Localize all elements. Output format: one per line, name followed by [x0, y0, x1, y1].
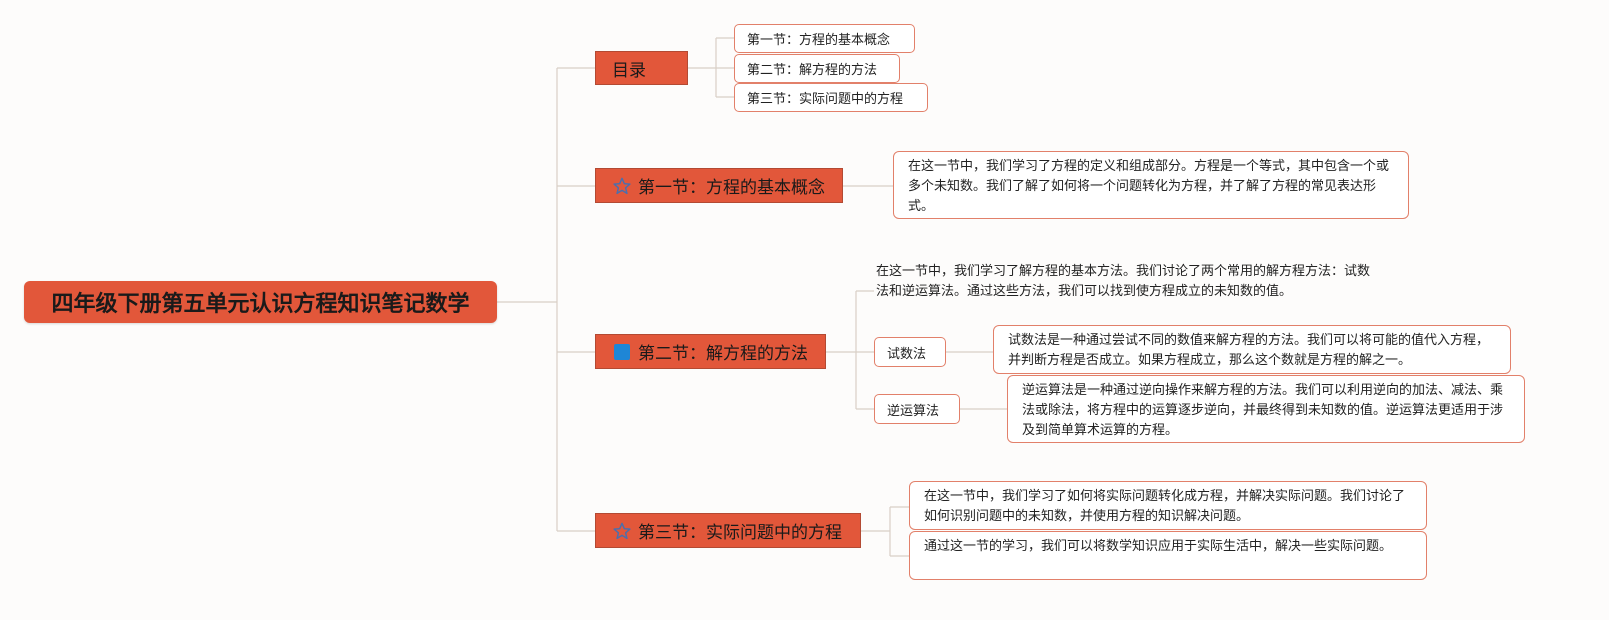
section1-node[interactable]: 第一节：方程的基本概念	[595, 168, 843, 203]
method-inverse-note[interactable]: 逆运算法是一种通过逆向操作来解方程的方法。我们可以利用逆向的加法、减法、乘法或除…	[1007, 375, 1525, 443]
catalog-item-label: 第一节：方程的基本概念	[747, 33, 891, 48]
method-trial-note[interactable]: 试数法是一种通过尝试不同的数值来解方程的方法。我们可以将可能的值代入方程，并判断…	[993, 325, 1511, 374]
section2-note-text: 在这一节中，我们学习了解方程的基本方法。我们讨论了两个常用的解方程方法：试数法和…	[876, 264, 1371, 299]
section2-node[interactable]: 第二节：解方程的方法	[595, 334, 826, 369]
catalog-item-label: 第二节：解方程的方法	[747, 63, 878, 78]
method-inverse-note-text: 逆运算法是一种通过逆向操作来解方程的方法。我们可以利用逆向的加法、减法、乘法或除…	[1022, 383, 1504, 438]
catalog-node[interactable]: 目录	[595, 51, 688, 85]
section2-note[interactable]: 在这一节中，我们学习了解方程的基本方法。我们讨论了两个常用的解方程方法：试数法和…	[874, 257, 1392, 325]
section3-label: 第三节：实际问题中的方程	[638, 523, 842, 543]
catalog-item-3[interactable]: 第三节：实际问题中的方程	[734, 83, 928, 112]
method-trial-node[interactable]: 试数法	[874, 337, 946, 367]
method-trial-label: 试数法	[887, 346, 927, 362]
section1-note-text: 在这一节中，我们学习了方程的定义和组成部分。方程是一个等式，其中包含一个或多个未…	[908, 159, 1390, 214]
root-title[interactable]: 四年级下册第五单元认识方程知识笔记数学	[24, 281, 497, 323]
method-inverse-label: 逆运算法	[887, 403, 940, 419]
section3-note-1[interactable]: 在这一节中，我们学习了如何将实际问题转化成方程，并解决实际问题。我们讨论了如何识…	[909, 481, 1427, 530]
star-icon	[612, 176, 632, 196]
section3-node[interactable]: 第三节：实际问题中的方程	[595, 513, 861, 548]
section1-label: 第一节：方程的基本概念	[638, 178, 825, 198]
blue-square-icon	[612, 342, 632, 362]
section2-label: 第二节：解方程的方法	[638, 344, 808, 364]
section1-note[interactable]: 在这一节中，我们学习了方程的定义和组成部分。方程是一个等式，其中包含一个或多个未…	[893, 151, 1409, 219]
section3-note-2-text: 通过这一节的学习，我们可以将数学知识应用于实际生活中，解决一些实际问题。	[924, 539, 1393, 554]
method-inverse-node[interactable]: 逆运算法	[874, 394, 960, 424]
catalog-label: 目录	[612, 60, 646, 81]
catalog-item-2[interactable]: 第二节：解方程的方法	[734, 54, 900, 83]
root-title-text: 四年级下册第五单元认识方程知识笔记数学	[51, 292, 470, 317]
method-trial-note-text: 试数法是一种通过尝试不同的数值来解方程的方法。我们可以将可能的值代入方程，并判断…	[1008, 333, 1490, 368]
catalog-item-label: 第三节：实际问题中的方程	[747, 92, 904, 107]
catalog-item-1[interactable]: 第一节：方程的基本概念	[734, 24, 915, 53]
section3-note-1-text: 在这一节中，我们学习了如何将实际问题转化成方程，并解决实际问题。我们讨论了如何识…	[924, 489, 1406, 524]
section3-note-2[interactable]: 通过这一节的学习，我们可以将数学知识应用于实际生活中，解决一些实际问题。	[909, 531, 1427, 580]
star-icon	[612, 521, 632, 541]
